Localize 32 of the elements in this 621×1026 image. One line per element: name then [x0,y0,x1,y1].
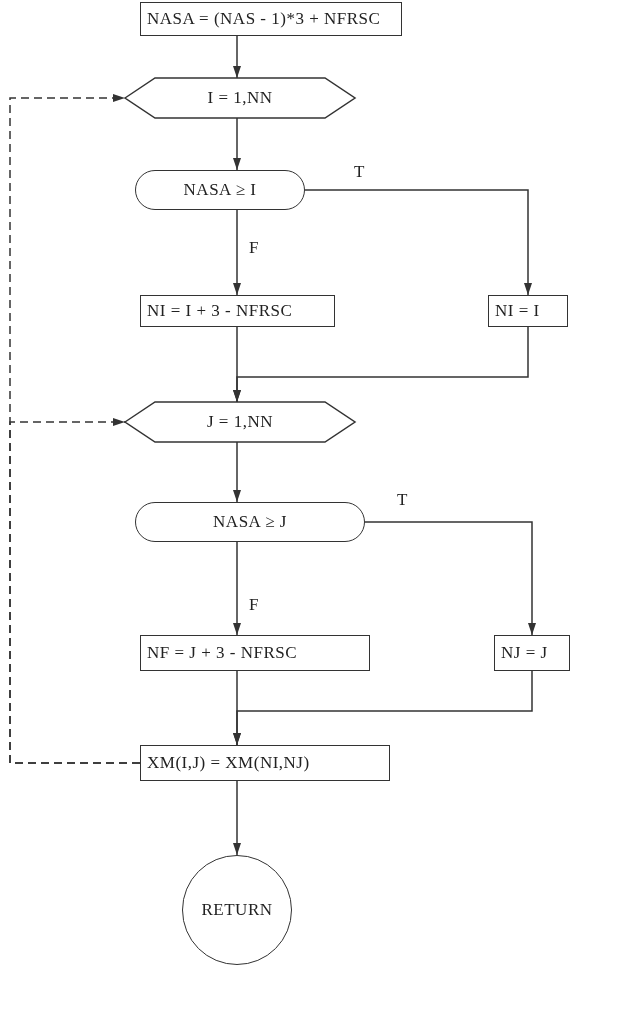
node-text: XM(I,J) = XM(NI,NJ) [147,753,310,773]
process-box [140,745,390,781]
arrow [233,326,529,403]
node-text: I = 1,NN [207,88,273,108]
node-text: NJ = J [501,643,548,663]
process-box [140,2,402,36]
arrow [233,117,241,171]
node-text: NI = I + 3 - NFRSC [147,301,293,321]
arrow [233,209,241,296]
decision-box [135,502,365,542]
arrow [233,441,241,503]
decision-box [135,170,305,210]
loop-hexagon [125,402,355,442]
node-text: RETURN [201,900,273,920]
arrow [233,541,241,636]
process-box [140,295,335,327]
node-text: J = 1,NN [207,412,273,432]
arrow [304,189,532,296]
process-box [488,295,568,327]
node-text: NASA = (NAS - 1)*3 + NFRSC [147,9,381,29]
arrow [364,521,536,636]
loop-hexagon [125,78,355,118]
arrow [9,94,141,764]
process-box [494,635,570,671]
arrow [233,35,241,79]
arrow [233,780,241,856]
node-text: NASA ≥ J [213,512,287,532]
arrow [233,670,533,746]
node-text: NF = J + 3 - NFRSC [147,643,298,663]
node-text: NASA ≥ I [183,180,257,200]
process-box [140,635,370,671]
node-text: NI = I [495,301,540,321]
